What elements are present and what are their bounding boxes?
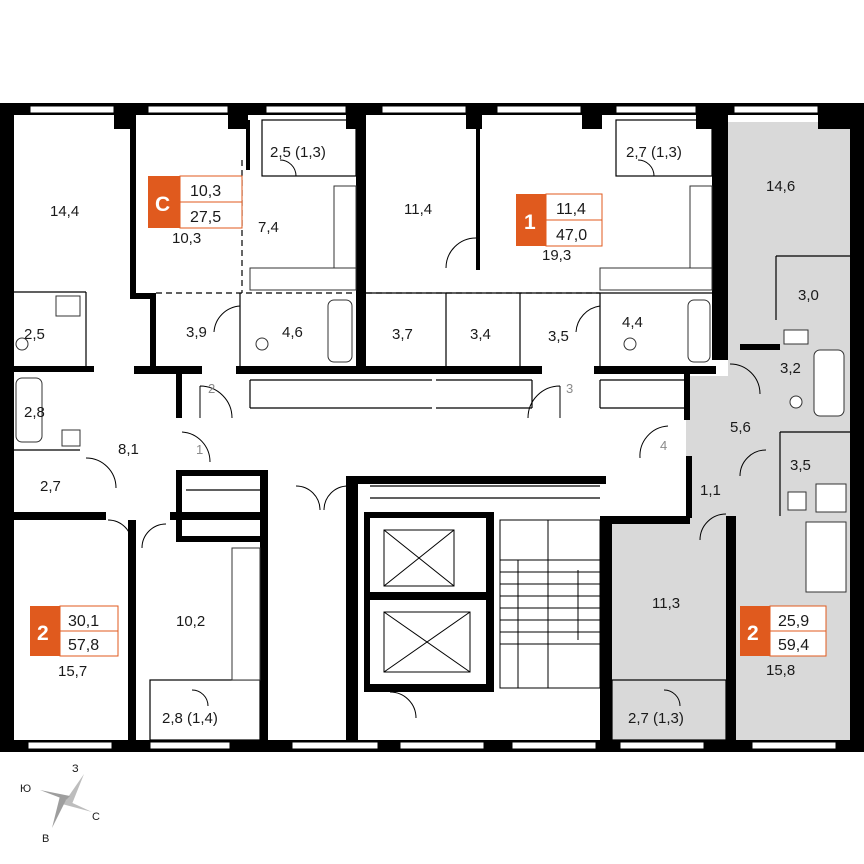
room-area: 14,4: [50, 203, 79, 220]
staircase: [499, 519, 601, 689]
room-area: 3,5: [790, 457, 811, 474]
room-labels: 14,4 2,5 (1,3) 10,3 7,4 11,4 19,3 2,7 (1…: [24, 144, 819, 727]
room-area: 2,7 (1,3): [628, 710, 684, 727]
room-area: 19,3: [542, 247, 571, 264]
svg-text:59,4: 59,4: [778, 637, 809, 654]
compass-west: Ю: [20, 783, 31, 795]
compass-east: С: [92, 811, 100, 823]
room-area: 3,2: [780, 360, 801, 377]
room-area: 2,5 (1,3): [270, 144, 326, 161]
room-area: 11,4: [404, 201, 432, 218]
room-area: 3,9: [186, 324, 207, 341]
room-area: 4,4: [622, 314, 643, 331]
svg-text:25,9: 25,9: [778, 613, 809, 630]
compass-north: З: [72, 763, 79, 775]
room-area: 15,8: [766, 662, 795, 679]
windows-bottom: [27, 741, 837, 750]
room-area: 15,7: [58, 663, 87, 680]
room-area: 2,7 (1,3): [626, 144, 682, 161]
svg-text:10,3: 10,3: [190, 183, 221, 200]
svg-text:2: 2: [747, 622, 759, 645]
door-number: 3: [566, 381, 573, 396]
svg-text:11,4: 11,4: [556, 201, 586, 218]
room-area: 10,2: [176, 613, 205, 630]
apartment-badge-two-room-east: 2 25,9 59,4: [740, 605, 827, 657]
room-area: 1,1: [700, 482, 721, 499]
doors: [85, 159, 767, 719]
door-number: 1: [196, 442, 203, 457]
windows-top: [29, 105, 819, 114]
room-area: 5,6: [730, 419, 751, 436]
door-number: 2: [208, 381, 215, 396]
room-area: 3,7: [392, 326, 413, 343]
room-area: 3,0: [798, 287, 819, 304]
room-area: 3,4: [470, 326, 491, 343]
apartment-badge-one-room: 1 11,4 47,0: [516, 193, 603, 247]
svg-text:27,5: 27,5: [190, 209, 221, 226]
apartment-badge-studio: С 10,3 27,5: [148, 175, 243, 229]
kitchens: [231, 185, 847, 681]
sanitary-fixtures: [15, 295, 847, 513]
door-numbers: 1 2 3 4: [196, 381, 667, 457]
svg-text:30,1: 30,1: [68, 613, 99, 630]
room-area: 14,6: [766, 178, 795, 195]
door-number: 4: [660, 438, 667, 453]
bathtubs: [15, 299, 845, 443]
compass-rose: З С В Ю: [20, 763, 100, 845]
room-area: 2,8 (1,4): [162, 710, 218, 727]
svg-text:С: С: [155, 193, 170, 216]
room-area: 2,8: [24, 404, 45, 421]
room-area: 4,6: [282, 324, 303, 341]
room-area: 11,3: [652, 595, 680, 612]
room-area: 2,5: [24, 326, 45, 343]
room-area: 8,1: [118, 441, 139, 458]
svg-text:47,0: 47,0: [556, 227, 587, 244]
room-area: 2,7: [40, 478, 61, 495]
apartment-badge-two-room-west: 2 30,1 57,8: [30, 605, 119, 657]
svg-text:1: 1: [524, 211, 536, 234]
svg-text:57,8: 57,8: [68, 637, 99, 654]
svg-text:2: 2: [37, 622, 49, 645]
compass-south: В: [42, 833, 49, 845]
interior-walls: [14, 103, 850, 740]
room-area: 7,4: [258, 219, 279, 236]
room-area: 3,5: [548, 328, 569, 345]
room-area: 10,3: [172, 230, 201, 247]
elevators: [383, 529, 471, 673]
